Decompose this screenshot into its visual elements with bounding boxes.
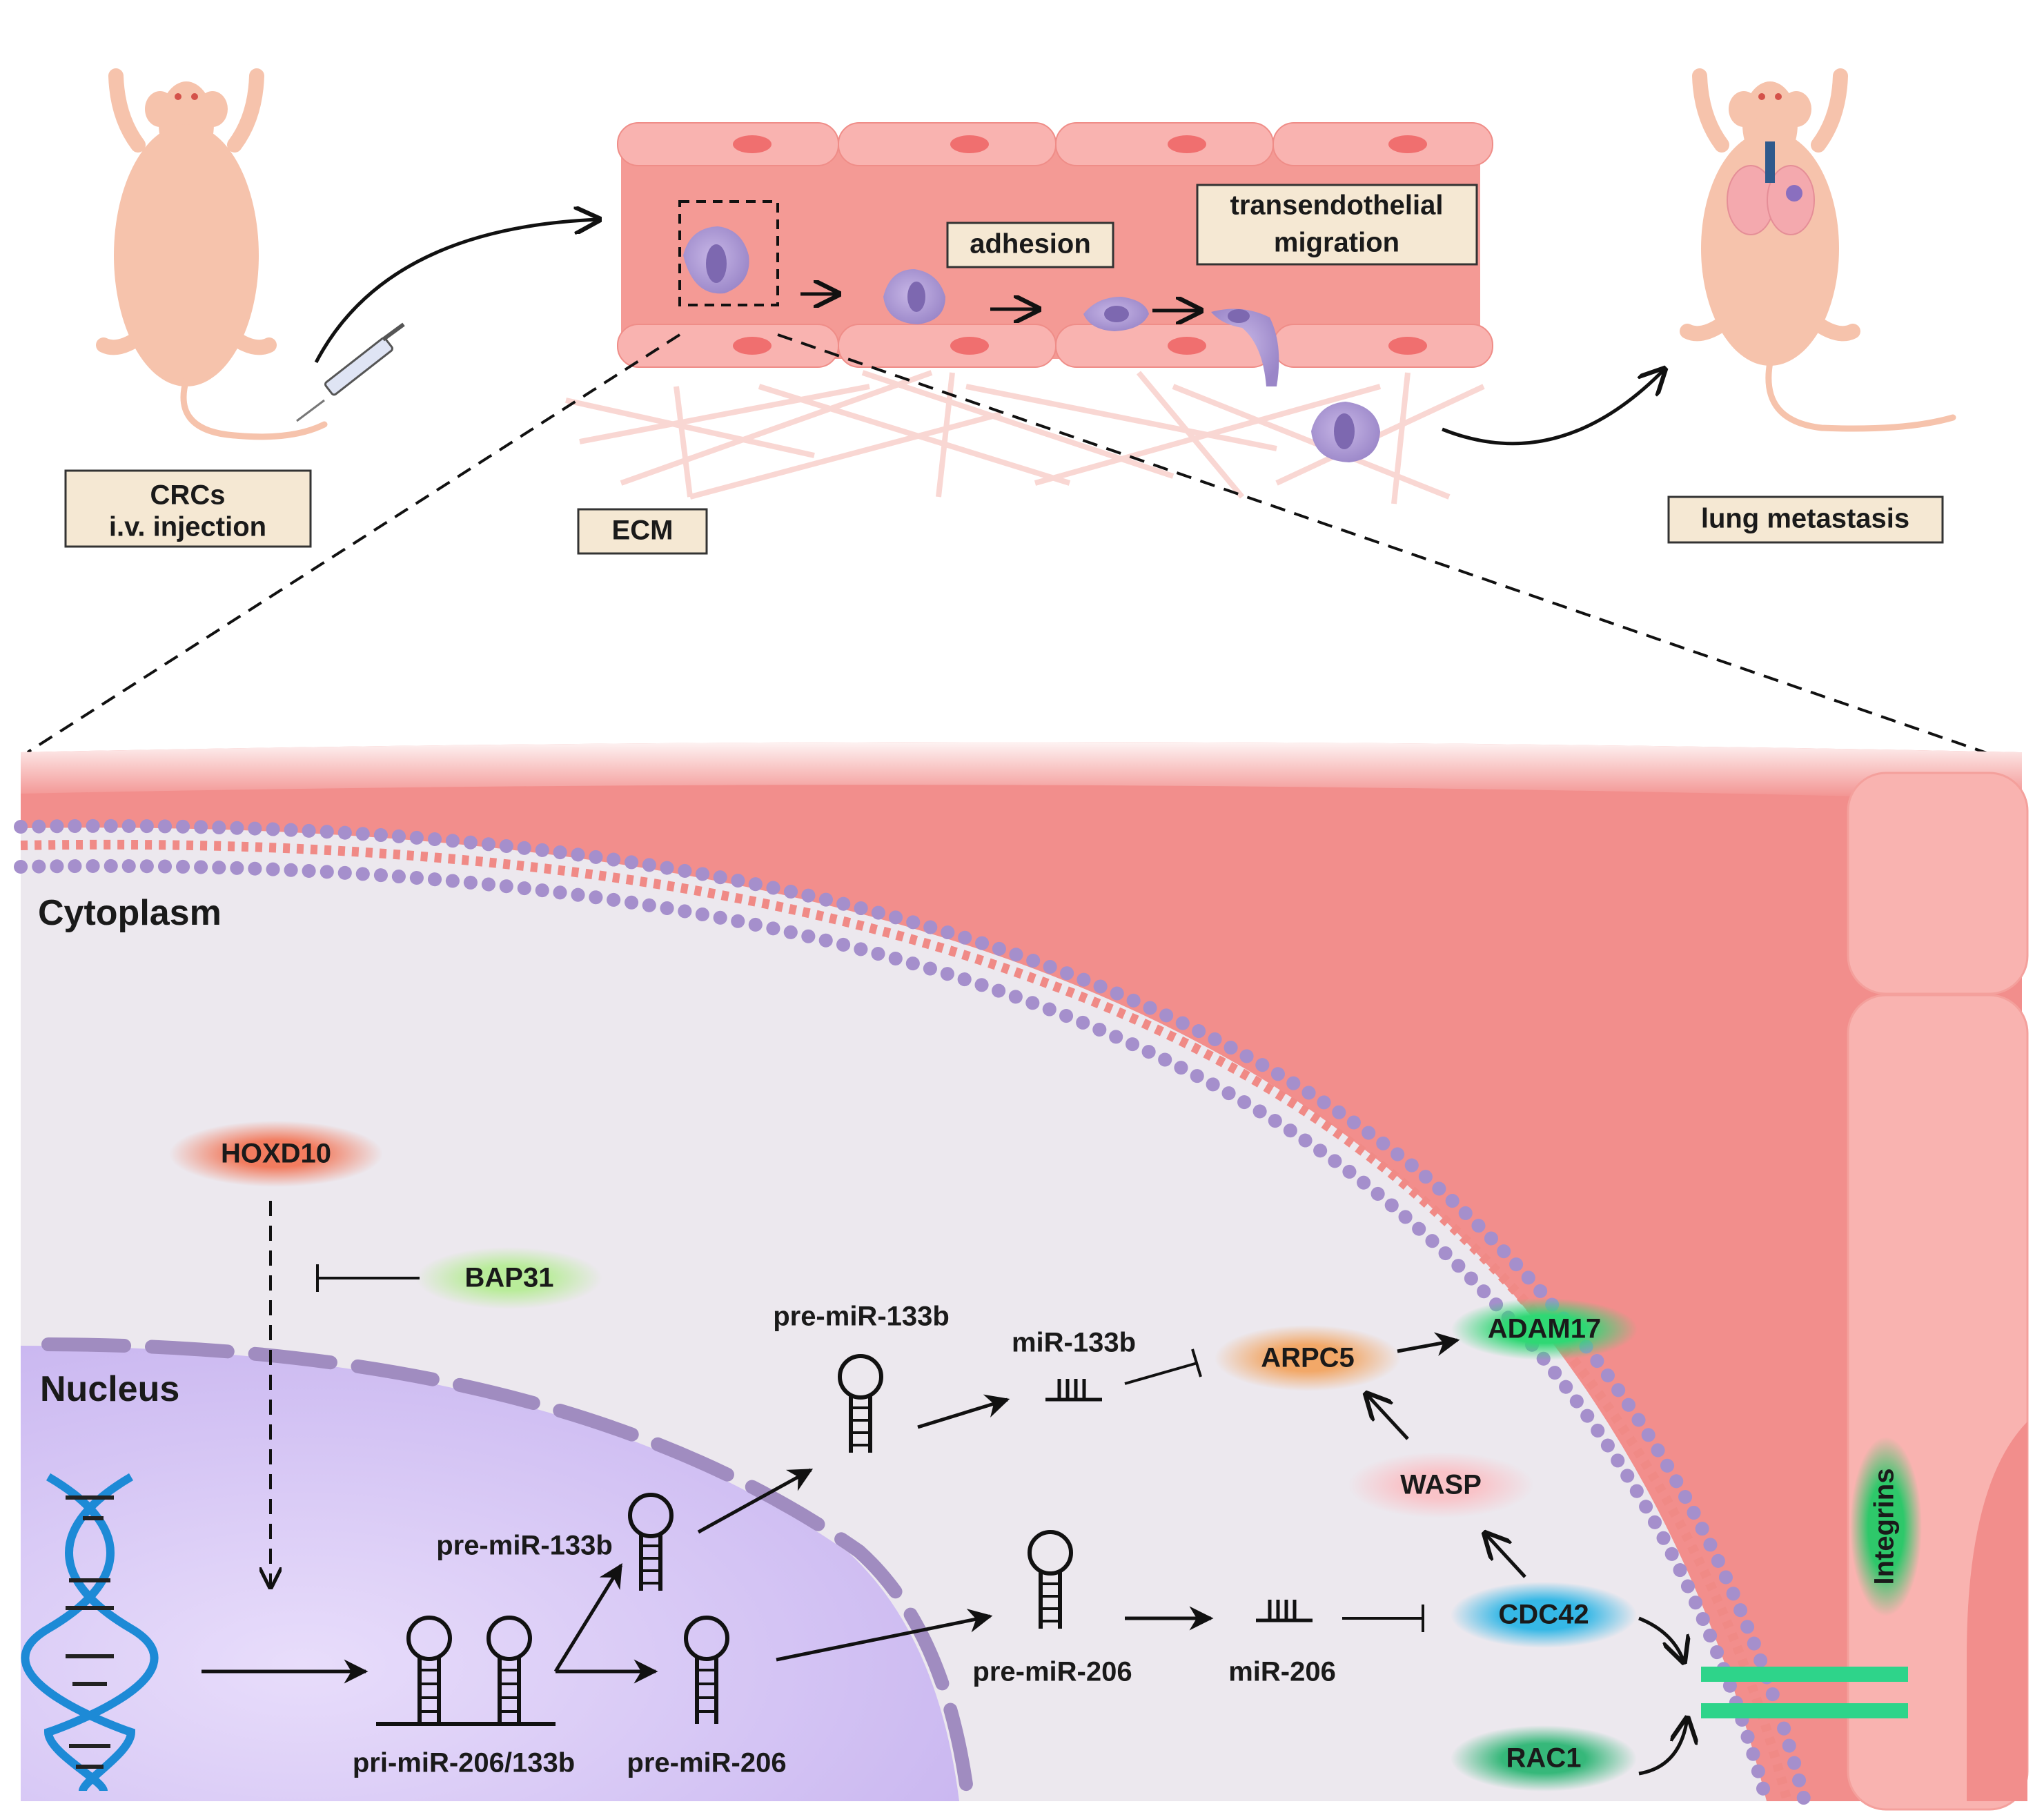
ecm-label-box: ECM	[577, 508, 708, 555]
pri-mirna-icon	[376, 1616, 556, 1726]
injection-label-line2: i.v. injection	[109, 512, 266, 542]
ecm-label: ECM	[612, 516, 674, 546]
cdc42-to-integrin-arrow	[1638, 1616, 1684, 1662]
pre-mir-206-nuclear-icon	[684, 1616, 729, 1724]
cell-panel	[14, 742, 2029, 1811]
cdc42-to-wasp-arrow	[1485, 1533, 1526, 1578]
mir-206-inhibition	[1342, 1605, 1424, 1632]
adhesion-label: adhesion	[970, 229, 1091, 259]
export-arrow-133b	[697, 1468, 814, 1534]
pre-mir-133b-nuclear-icon	[628, 1493, 674, 1591]
lung-label-box: lung metastasis	[1667, 496, 1944, 544]
bap31-label: BAP31	[465, 1263, 554, 1293]
injection-label-line1: CRCs	[150, 480, 226, 511]
metastasis-arrow	[1442, 369, 1664, 446]
transmigration-label-box: transendothelial migration	[1196, 184, 1478, 266]
transmigration-label-line1: transendothelial	[1230, 190, 1444, 221]
integrins-node: Integrins	[1850, 1437, 1922, 1616]
pre-mir-206-nuclear-label: pre-miR-206	[627, 1748, 786, 1778]
wasp-to-arpc5-arrow	[1366, 1394, 1409, 1440]
maturation-arrow-133b	[917, 1394, 1010, 1429]
integrins-label: Integrins	[1869, 1469, 1900, 1585]
rac1-to-integrin-arrow	[1638, 1718, 1687, 1776]
tumor-cell-icon	[1211, 308, 1279, 386]
mir-133b-icon	[1045, 1379, 1102, 1402]
pre-mir-206-cyto-label: pre-miR-206	[972, 1657, 1132, 1687]
nucleus-label: Nucleus	[40, 1369, 179, 1409]
pre-mir-133b-cyto-icon	[838, 1354, 883, 1453]
cdc42-node: CDC42	[1451, 1582, 1637, 1648]
adam17-label: ADAM17	[1488, 1314, 1601, 1344]
processing-arrow-133b	[553, 1563, 623, 1673]
arpc5-node: ARPC5	[1215, 1325, 1401, 1391]
pre-mir-133b-cyto-label: pre-miR-133b	[773, 1302, 950, 1332]
integrin-receptor	[1701, 1667, 1908, 1718]
migration-arrows	[800, 294, 1201, 311]
tumor-cell-icon	[683, 226, 749, 294]
zoom-line-left	[26, 333, 681, 754]
dna-icon	[21, 1473, 159, 1793]
pre-mir-133b-nuclear-label: pre-miR-133b	[436, 1531, 613, 1561]
mir-133b-label: miR-133b	[1012, 1328, 1136, 1358]
adam17-node: ADAM17	[1451, 1298, 1638, 1360]
syringe-icon	[296, 322, 405, 422]
zoom-line-right	[777, 333, 2005, 761]
pre-mir-206-cyto-icon	[1028, 1530, 1073, 1629]
injection-label-box: CRCs i.v. injection	[64, 469, 312, 548]
pri-mirna-label: pri-miR-206/133b	[353, 1748, 575, 1778]
arpc5-label: ARPC5	[1261, 1343, 1355, 1373]
hoxd10-node: HOXD10	[169, 1121, 383, 1187]
bap31-inhibition	[316, 1264, 420, 1292]
transmigration-label-line2: migration	[1274, 228, 1399, 258]
zoom-box	[678, 200, 779, 306]
ecm-fibers	[565, 370, 1485, 504]
mir-206-icon	[1256, 1600, 1313, 1622]
cytoplasm-label: Cytoplasm	[38, 893, 222, 933]
injection-arrow	[314, 219, 599, 364]
wasp-node: WASP	[1348, 1452, 1534, 1518]
adhesion-label-box: adhesion	[946, 222, 1114, 268]
mir-206-label: miR-206	[1228, 1657, 1336, 1687]
hoxd10-label: HOXD10	[221, 1139, 331, 1169]
mouse-left-icon	[96, 68, 328, 440]
tumor-cell-icon	[1311, 402, 1380, 462]
lung-metastasis-label: lung metastasis	[1701, 504, 1909, 534]
wasp-label: WASP	[1400, 1470, 1482, 1500]
arpc5-to-adam17-arrow	[1397, 1332, 1460, 1356]
bap31-node: BAP31	[416, 1247, 602, 1309]
mouse-right-icon	[1680, 68, 1956, 432]
mir-133b-inhibition	[1124, 1348, 1202, 1385]
tumor-cell-icon	[883, 269, 945, 324]
rac1-label: RAC1	[1506, 1743, 1582, 1774]
cdc42-label: CDC42	[1498, 1600, 1589, 1630]
rac1-node: RAC1	[1451, 1725, 1637, 1792]
tumor-cell-icon	[1083, 297, 1149, 331]
export-arrow-206	[776, 1609, 993, 1662]
